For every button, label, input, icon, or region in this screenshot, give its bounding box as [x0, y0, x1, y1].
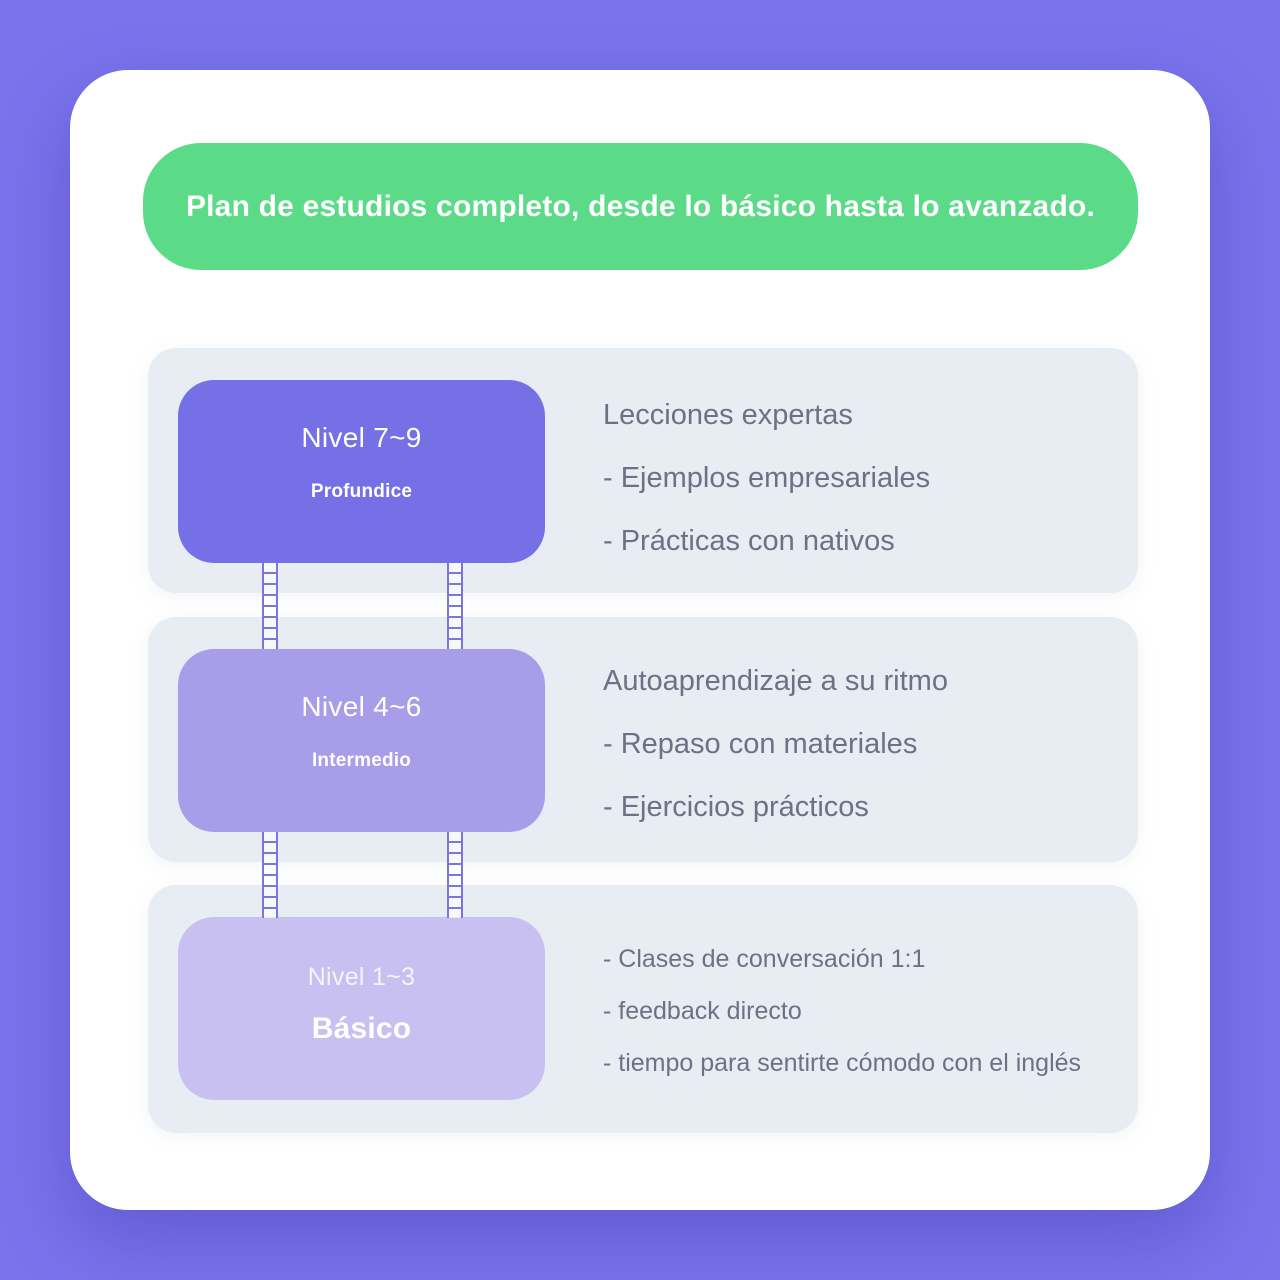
level-name: Nivel 7~9: [301, 422, 422, 453]
level-box-intermediate: Nivel 4~6 Intermedio: [178, 649, 545, 832]
level-box-basic: Nivel 1~3 Básico: [178, 917, 545, 1100]
section-heading: Autoaprendizaje a su ritmo: [603, 665, 948, 697]
ladder-connector-icon: [262, 832, 278, 918]
level-name: Nivel 4~6: [301, 691, 422, 722]
content-card: Plan de estudios completo, desde lo bási…: [70, 70, 1210, 1210]
section-heading: Lecciones expertas: [603, 399, 853, 431]
ladder-connector-icon: [447, 563, 463, 649]
title-banner: Plan de estudios completo, desde lo bási…: [143, 143, 1138, 270]
ladder-connector-icon: [447, 832, 463, 918]
bullet-item: - Repaso con materiales: [603, 728, 918, 760]
bullet-item: - Prácticas con nativos: [603, 525, 895, 557]
level-label: Básico: [311, 1012, 412, 1045]
level-label: Profundice: [310, 481, 413, 502]
level-box-advanced: Nivel 7~9 Profundice: [178, 380, 545, 563]
banner-title: Plan de estudios completo, desde lo bási…: [185, 189, 1096, 223]
bullet-item: - tiempo para sentirte cómodo con el ing…: [603, 1049, 1082, 1077]
bullet-item: - Ejercicios prácticos: [603, 791, 869, 823]
section-intermediate-text: Autoaprendizaje a su ritmo - Repaso con …: [603, 617, 1134, 822]
section-advanced: Nivel 7~9 Profundice Lecciones expertas …: [148, 348, 1138, 593]
level-name: Nivel 1~3: [307, 963, 416, 991]
section-basic-text: - Clases de conversación 1:1 - feedback …: [603, 885, 1134, 1076]
section-intermediate: Nivel 4~6 Intermedio Autoaprendizaje a s…: [148, 617, 1138, 862]
bullet-item: - feedback directo: [603, 997, 802, 1025]
bullet-item: - Clases de conversación 1:1: [603, 945, 926, 973]
section-basic: Nivel 1~3 Básico - Clases de conversació…: [148, 885, 1138, 1133]
bullet-item: - Ejemplos empresariales: [603, 462, 931, 494]
ladder-connector-icon: [262, 563, 278, 649]
section-advanced-text: Lecciones expertas - Ejemplos empresaria…: [603, 348, 1134, 556]
level-label: Intermedio: [311, 750, 412, 771]
